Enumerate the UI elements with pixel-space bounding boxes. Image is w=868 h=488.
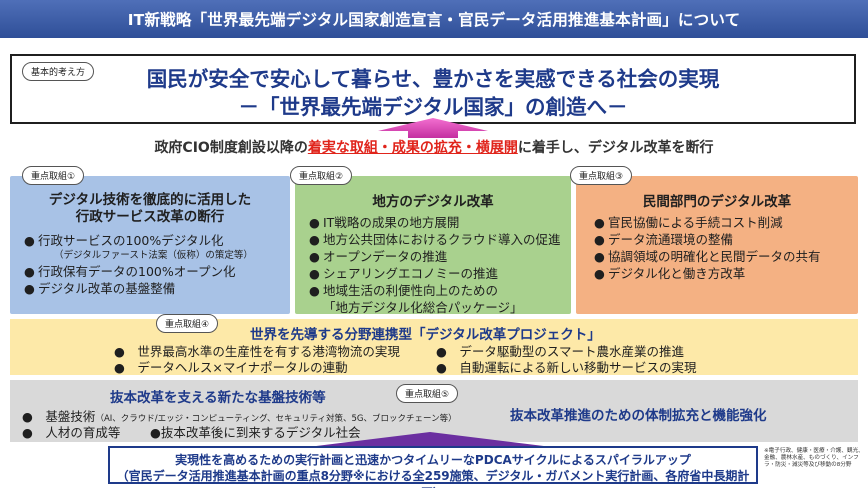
project-item: ● 世界最高水準の生産性を有する港湾物流の実現 (114, 341, 400, 360)
project-item: ● データヘルス×マイナポータルの連動 (114, 357, 348, 376)
project-item-text: データ駆動型のスマート農水産業の推進 (459, 344, 685, 359)
list-item-text: デジタル改革の基盤整備 (38, 281, 176, 296)
initiative-4-title: 世界を先導する分野連携型「デジタル改革プロジェクト」 (250, 327, 601, 343)
list-item-text: データ流通環境の整備 (608, 232, 734, 247)
vision-line-1: 国民が安全で安心して暮らせ、豊かさを実感できる社会の実現 (146, 67, 720, 91)
bullet-icon: ● (309, 266, 320, 281)
bullet-icon: ● (594, 266, 605, 281)
project-item-text: データヘルス×マイナポータルの連動 (137, 360, 348, 375)
initiative-1-panel: デジタル技術を徹底的に活用した 行政サービス改革の断行 ●行政サービスの100%… (10, 176, 290, 314)
basic-approach-tag: 基本的考え方 (22, 62, 95, 81)
project-item: ● 自動運転による新しい移動サービスの実現 (436, 357, 697, 376)
page-title: IT新戦略「世界最先端デジタル国家創造宣言・官民データ活用推進基本計画」について (127, 11, 741, 29)
list-item: ●オープンデータの推進 (309, 248, 561, 265)
list-item: ●IT戦略の成果の地方展開 (309, 214, 561, 231)
spiral-up-triangle-icon (300, 432, 560, 448)
initiative-2-list: ●IT戦略の成果の地方展開 ●地方公共団体におけるクラウド導入の促進 ●オープン… (309, 214, 561, 316)
list-item: ●協調領域の明確化と民間データの共有 (594, 248, 821, 265)
list-item-text: デジタル化と働き方改革 (608, 266, 746, 281)
base-item-text: 抜本改革後に到来するデジタル社会 (160, 425, 361, 440)
bullet-icon: ● (114, 360, 138, 375)
list-item-text: オープンデータの推進 (323, 249, 448, 264)
list-item: ●シェアリングエコノミーの推進 (309, 265, 561, 282)
list-item-text: 行政サービスの100%デジタル化 (38, 233, 224, 248)
structure-strengthening-title: 抜本改革推進のための体制拡充と機能強化 (510, 408, 767, 424)
vision-line-2: －「世界最先端デジタル国家」の創造へ－ (238, 95, 628, 119)
reform-statement: 政府CIO制度創設以降の着実な取組・成果の拡充・横展開に着手し、デジタル改革を断… (0, 137, 868, 157)
initiative-5-title: 抜本改革を支える新たな基盤技術等 (110, 390, 326, 406)
bullet-icon: ● (594, 249, 605, 264)
list-item-text: シェアリングエコノミーの推進 (323, 266, 499, 281)
list-item-text: 地域生活の利便性向上のための (323, 283, 499, 298)
initiative-3-panel: 民間部門のデジタル改革 ●官民協働による手続コスト削減 ●データ流通環境の整備 … (576, 176, 858, 314)
bullet-icon: ● (309, 283, 320, 298)
list-item-note: （デジタルファースト法案（仮称）の策定等） (54, 250, 253, 261)
list-item: ●行政保有データの100%オープン化 (24, 263, 253, 280)
bullet-icon: ● (24, 281, 35, 296)
initiative-2-tag: 重点取組② (290, 166, 353, 185)
bullet-icon: ● (594, 232, 605, 247)
basic-approach-box: 国民が安全で安心して暮らせ、豊かさを実感できる社会の実現 －「世界最先端デジタル… (10, 54, 856, 124)
base-item-text: 基盤技術 (45, 409, 96, 424)
initiative-4-panel: 世界を先導する分野連携型「デジタル改革プロジェクト」 ● 世界最高水準の生産性を… (10, 319, 858, 375)
bullet-icon: ● (309, 232, 320, 247)
project-item-text: 世界最高水準の生産性を有する港湾物流の実現 (137, 344, 400, 359)
pdca-line-1: 実現性を高めるための実行計画と迅速かつタイムリーなPDCAサイクルによるスパイラ… (175, 453, 691, 467)
footnote: ※電子行政、健康・医療・介護、観光、金融、農林水産、ものづくり、インフラ・防災・… (764, 448, 864, 468)
initiative-2-title: 地方のデジタル改革 (372, 194, 494, 210)
base-item: ● 基盤技術（AI、クラウド/エッジ・コンピューティング、セキュリティ対策、5G… (22, 406, 457, 425)
list-item: ●地方公共団体におけるクラウド導入の促進 (309, 231, 561, 248)
reform-statement-suffix: に着手し、デジタル改革を断行 (517, 140, 714, 156)
bullet-icon: ● (114, 344, 138, 359)
bullet-icon: ● (150, 425, 161, 440)
list-item: ●地域生活の利便性向上のための (309, 282, 561, 299)
list-item-text: IT戦略の成果の地方展開 (323, 215, 460, 230)
pdca-line-2: （官民データ活用推進基本計画の重点8分野※における全259施策、デジタル・ガバメ… (116, 469, 750, 488)
initiative-1-list: ●行政サービスの100%デジタル化 （デジタルファースト法案（仮称）の策定等） … (24, 232, 253, 297)
title-bar: IT新戦略「世界最先端デジタル国家創造宣言・官民データ活用推進基本計画」について (0, 0, 868, 40)
base-item-detail: （AI、クラウド/エッジ・コンピューティング、セキュリティ対策、5G、ブロックチ… (95, 414, 457, 424)
bullet-icon: ● (24, 233, 35, 248)
list-item-text: 協調領域の明確化と民間データの共有 (608, 249, 821, 264)
list-item: ●データ流通環境の整備 (594, 231, 821, 248)
initiative-4-tag: 重点取組④ (156, 314, 219, 333)
initiative-1-title-line-1: デジタル技術を徹底的に活用した (48, 192, 252, 208)
bullet-icon: ● (24, 264, 35, 279)
initiative-3-title: 民間部門のデジタル改革 (642, 194, 792, 210)
reform-statement-prefix: 政府CIO制度創設以降の (154, 140, 308, 156)
bullet-icon: ● (22, 409, 46, 424)
up-arrow-icon (378, 118, 488, 138)
bullet-icon: ● (436, 344, 460, 359)
list-item: ●官民協働による手続コスト削減 (594, 214, 821, 231)
bullet-icon: ● (309, 215, 320, 230)
initiative-2-panel: 地方のデジタル改革 ●IT戦略の成果の地方展開 ●地方公共団体におけるクラウド導… (295, 176, 571, 316)
bullet-icon: ● (309, 249, 320, 264)
list-item: ●デジタル改革の基盤整備 (24, 280, 253, 297)
bullet-icon: ● (436, 360, 460, 375)
list-item-text: 地方公共団体におけるクラウド導入の促進 (323, 232, 561, 247)
bullet-icon: ● (22, 425, 46, 440)
bullet-icon: ● (594, 215, 605, 230)
list-item-text: 行政保有データの100%オープン化 (38, 264, 236, 279)
list-item: ●デジタル化と働き方改革 (594, 265, 821, 282)
initiative-5-tag: 重点取組⑤ (396, 384, 459, 403)
initiative-1-title-line-2: 行政サービス改革の断行 (75, 209, 225, 225)
base-item: ●抜本改革後に到来するデジタル社会 (150, 422, 361, 441)
initiative-3-list: ●官民協働による手続コスト削減 ●データ流通環境の整備 ●協調領域の明確化と民間… (594, 214, 821, 282)
list-item-text: 官民協働による手続コスト削減 (608, 215, 783, 230)
reform-statement-highlight: 着実な取組・成果の拡充・横展開 (307, 140, 518, 156)
base-item: ● 人材の育成等 (22, 422, 120, 441)
list-item: ●行政サービスの100%デジタル化 (24, 232, 253, 249)
pdca-box: 実現性を高めるための実行計画と迅速かつタイムリーなPDCAサイクルによるスパイラ… (108, 446, 758, 488)
initiative-1-tag: 重点取組① (22, 166, 85, 185)
project-item: ● データ駆動型のスマート農水産業の推進 (436, 341, 684, 360)
initiative-3-tag: 重点取組③ (570, 166, 633, 185)
list-item-continuation: 「地方デジタル化総合パッケージ」 (323, 300, 523, 315)
base-item-text: 人材の育成等 (45, 425, 121, 440)
project-item-text: 自動運転による新しい移動サービスの実現 (459, 360, 697, 375)
